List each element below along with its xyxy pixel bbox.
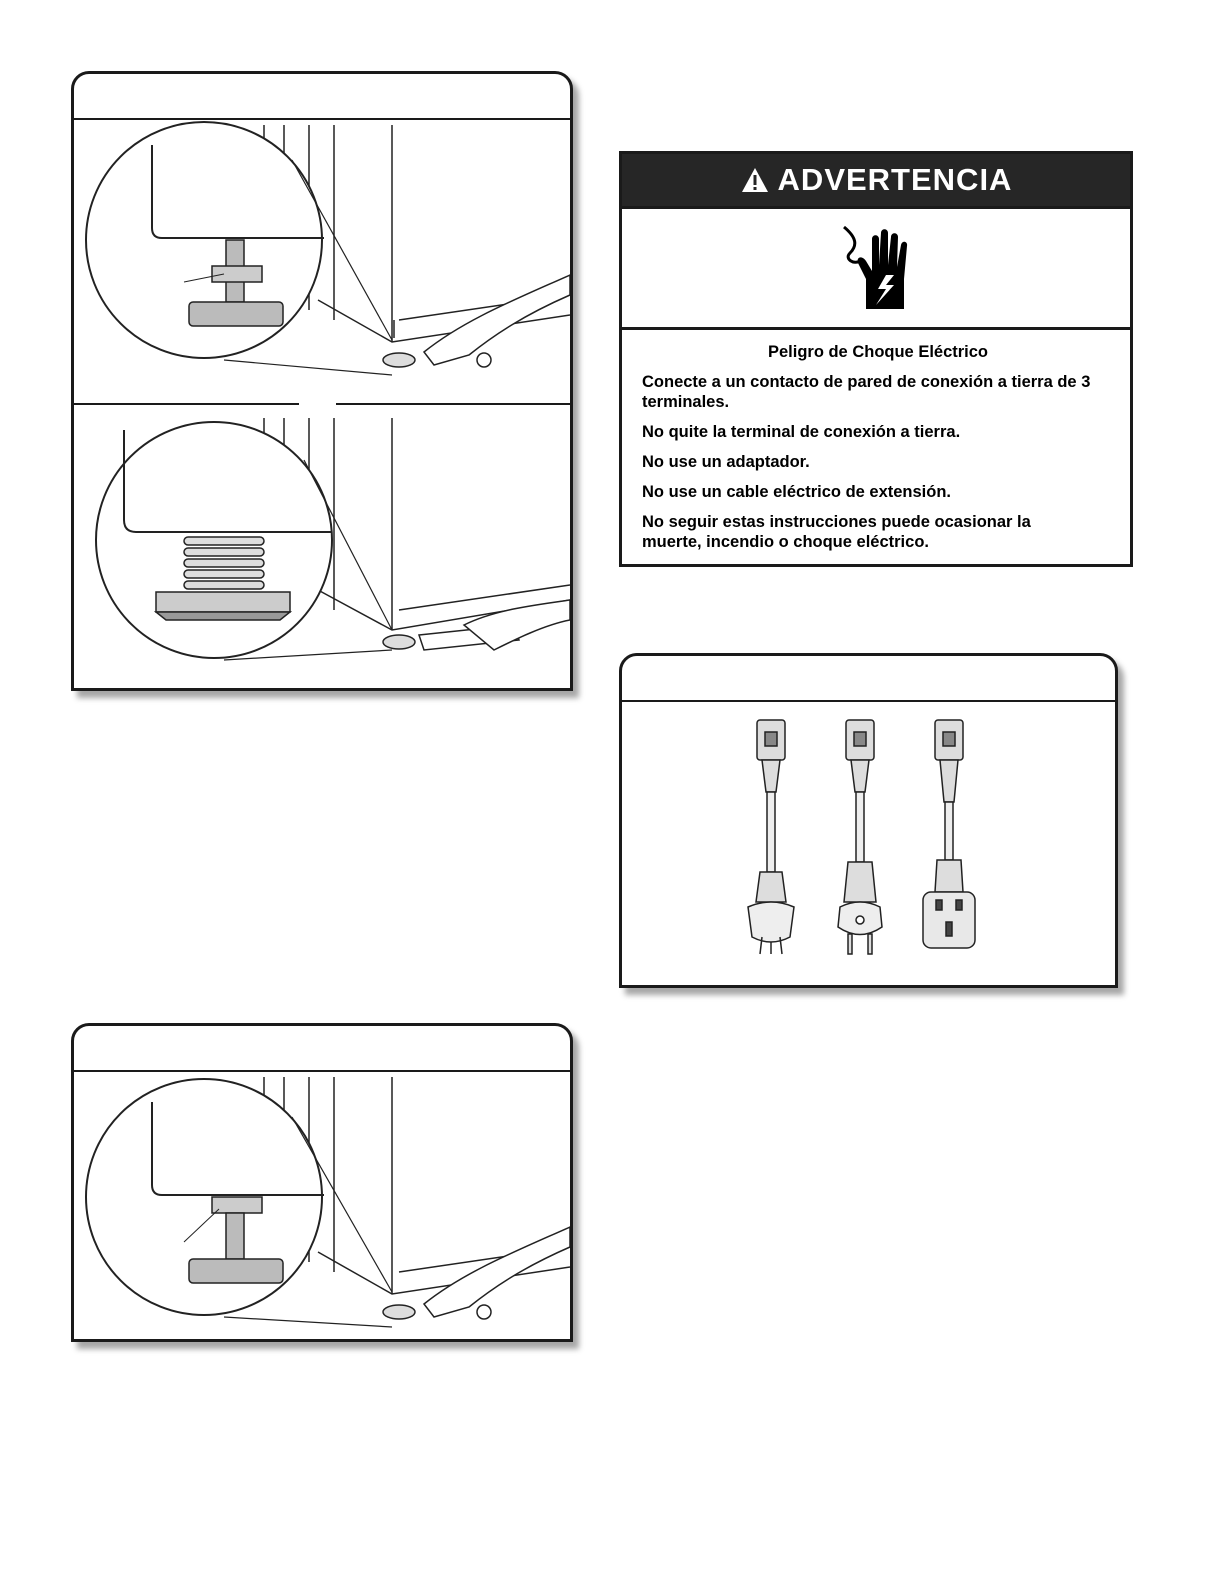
warning-line: No seguir estas instrucciones puede ocas… bbox=[642, 513, 1031, 551]
leveling-figure-panel-2 bbox=[71, 1023, 573, 1342]
figure-tab bbox=[622, 656, 1115, 702]
leveling-figure-panel bbox=[71, 71, 573, 691]
electrical-warning-box: ADVERTENCIA Peligro de Choque Eléctrico … bbox=[619, 151, 1133, 567]
figure-tab bbox=[74, 1026, 570, 1072]
plugs-figure-panel bbox=[619, 653, 1118, 988]
hazard-icon-box bbox=[622, 206, 1130, 330]
electric-shock-hand-icon bbox=[843, 225, 908, 309]
warning-title: ADVERTENCIA bbox=[777, 162, 1013, 197]
figure-tab bbox=[74, 74, 570, 120]
europe-plug-icon bbox=[837, 719, 883, 955]
warning-line: No quite la terminal de conexión a tierr… bbox=[642, 423, 961, 441]
plug-types-illustration bbox=[747, 719, 976, 955]
warning-line: No use un cable eléctrico de extensión. bbox=[642, 483, 952, 501]
leveling-foot-illustration bbox=[74, 121, 570, 661]
uk-plug-icon bbox=[922, 719, 976, 949]
warning-subtitle: Peligro de Choque Eléctrico bbox=[767, 343, 989, 361]
warning-header: ADVERTENCIA bbox=[622, 154, 1130, 206]
leveling-foot-illustration bbox=[85, 1077, 570, 1328]
warning-line: No use un adaptador. bbox=[642, 453, 810, 471]
warning-line: Conecte a un contacto de pared de conexi… bbox=[642, 373, 1091, 411]
warning-triangle-icon bbox=[741, 168, 768, 192]
warning-body: Peligro de Choque Eléctrico Conecte a un… bbox=[622, 330, 1130, 552]
australia-plug-icon bbox=[747, 719, 795, 955]
